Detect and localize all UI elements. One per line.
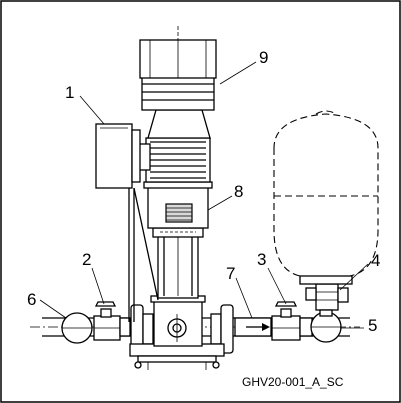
pump-motor <box>135 137 211 183</box>
callout-1: 1 <box>65 83 74 102</box>
pressure-tank <box>273 110 379 285</box>
callout-3: 3 <box>257 250 266 269</box>
callout-2: 2 <box>82 250 91 269</box>
left-ball-valve <box>93 301 131 341</box>
left-end-sphere <box>61 312 93 344</box>
check-valve <box>234 317 272 337</box>
pump-base <box>129 343 225 370</box>
callout-8: 8 <box>234 182 243 201</box>
callout-7: 7 <box>226 264 235 283</box>
leader-lines <box>39 61 369 329</box>
pump-housing <box>150 295 206 347</box>
support-bracket <box>128 187 159 322</box>
callout-4: 4 <box>371 251 380 270</box>
tank-connection-fitting <box>305 283 349 317</box>
figure-code-caption: GHV20-001_A_SC <box>242 375 344 389</box>
pump-stack <box>152 227 204 299</box>
right-ball-valve <box>271 301 313 341</box>
motor-stool <box>143 181 213 229</box>
callout-5: 5 <box>368 316 377 335</box>
callout-6: 6 <box>27 290 36 309</box>
control-box <box>95 123 141 189</box>
motor-fan-cover <box>139 26 217 139</box>
callout-9: 9 <box>259 48 268 67</box>
